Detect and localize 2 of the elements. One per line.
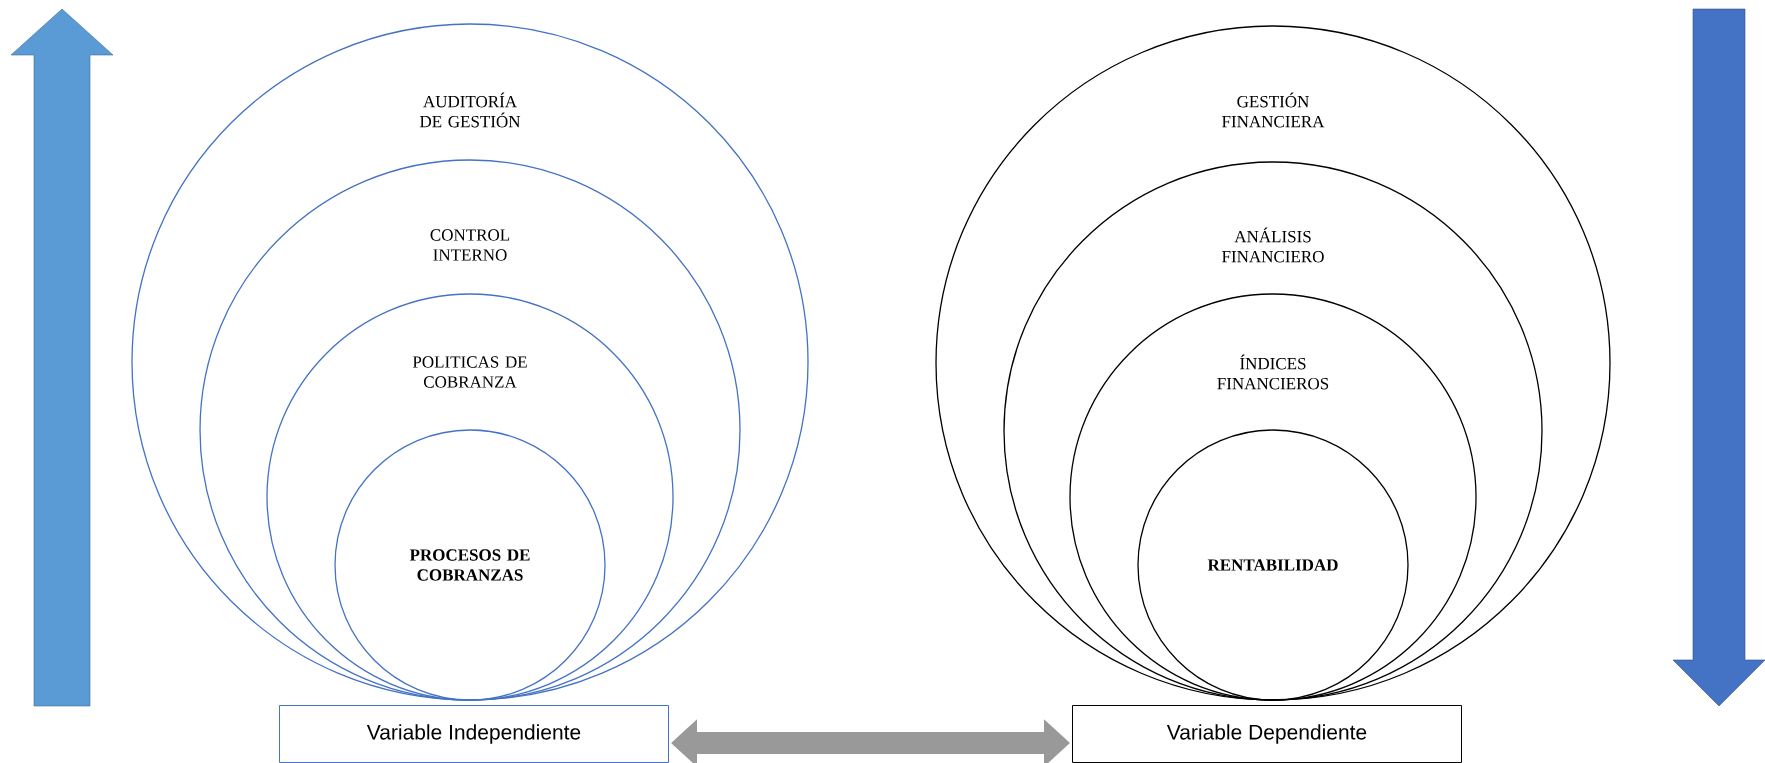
label-box: Variable Dependiente [1072,705,1462,763]
label-box: Variable Independiente [279,705,669,763]
